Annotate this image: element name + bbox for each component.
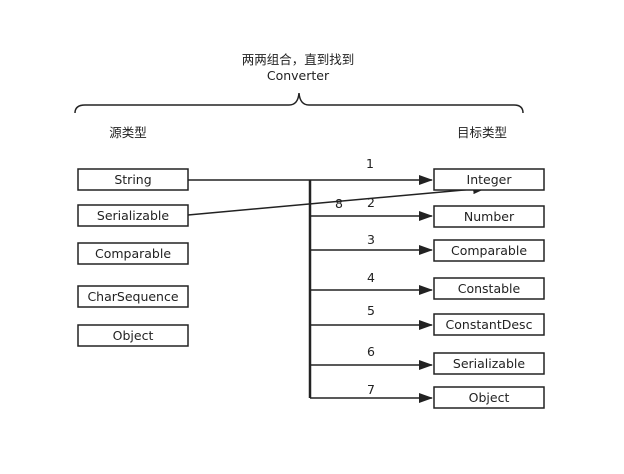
- header-line-2: Converter: [267, 68, 330, 83]
- target-type-label: 目标类型: [457, 125, 507, 140]
- source-box-label: Comparable: [95, 246, 171, 261]
- source-box-label: String: [114, 172, 151, 187]
- source-type-boxes: String Serializable Comparable CharSeque…: [77, 168, 189, 347]
- arrow-number-1: 1: [366, 156, 374, 171]
- target-box-constantdesc: ConstantDesc: [433, 313, 545, 336]
- target-box-label: Number: [464, 209, 515, 224]
- source-box-label: CharSequence: [87, 289, 178, 304]
- target-box-comparable: Comparable: [433, 239, 545, 262]
- target-box-number: Number: [433, 205, 545, 228]
- arrow-number-7: 7: [367, 382, 375, 397]
- target-type-boxes: Integer Number Comparable Constable Cons…: [433, 168, 545, 409]
- source-box-string: String: [77, 168, 189, 191]
- target-box-label: Integer: [467, 172, 513, 187]
- connectors: [187, 175, 487, 403]
- source-box-charsequence: CharSequence: [77, 285, 189, 308]
- source-box-label: Object: [113, 328, 154, 343]
- arrow-8: [187, 184, 487, 216]
- grouping-brace: [74, 92, 524, 114]
- target-box-object: Object: [433, 386, 545, 409]
- arrow-number-2: 2: [367, 195, 375, 210]
- arrow-number-5: 5: [367, 303, 375, 318]
- arrow-number-4: 4: [367, 270, 375, 285]
- target-box-label: ConstantDesc: [446, 317, 533, 332]
- target-box-label: Comparable: [451, 243, 527, 258]
- target-box-label: Serializable: [453, 356, 525, 371]
- arrow-number-6: 6: [367, 344, 375, 359]
- target-box-serializable: Serializable: [433, 352, 545, 375]
- source-type-label: 源类型: [109, 125, 147, 140]
- target-box-integer: Integer: [433, 168, 545, 191]
- source-box-label: Serializable: [97, 208, 169, 223]
- source-box-serializable: Serializable: [77, 204, 189, 227]
- target-box-constable: Constable: [433, 277, 545, 300]
- arrow-number-labels: 1 2 3 4 5 6 7 8: [335, 156, 375, 397]
- target-box-label: Constable: [458, 281, 521, 296]
- arrow-number-8: 8: [335, 196, 343, 211]
- target-box-label: Object: [469, 390, 510, 405]
- source-box-object: Object: [77, 324, 189, 347]
- source-box-comparable: Comparable: [77, 242, 189, 265]
- arrow-number-3: 3: [367, 232, 375, 247]
- header-line-1: 两两组合，直到找到: [242, 52, 355, 67]
